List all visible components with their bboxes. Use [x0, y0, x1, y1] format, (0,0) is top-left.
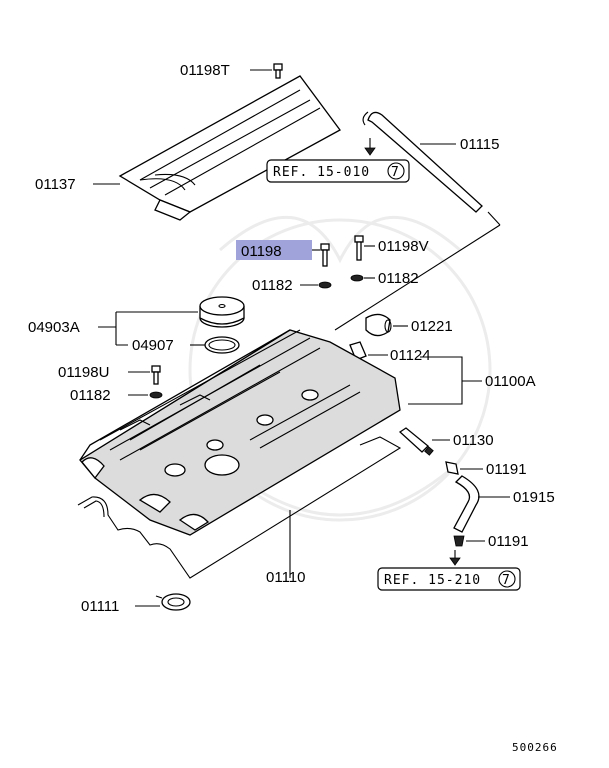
bolt-01198v: [354, 235, 364, 261]
label-01191-bottom: 01191: [488, 533, 529, 550]
label-04903A: 04903A: [28, 319, 80, 336]
arrow-down-icon: [364, 138, 376, 156]
washer-01182-left: [149, 391, 163, 399]
hose-01915: [453, 475, 480, 533]
ref-box-bottom: REF. 15-210 7: [377, 567, 521, 591]
ref-box-top: REF. 15-010 7: [266, 159, 410, 183]
label-01198[interactable]: 01198: [241, 243, 282, 260]
label-01198U: 01198U: [58, 364, 109, 381]
label-01130: 01130: [453, 432, 494, 449]
bolt-01198: [320, 243, 330, 267]
ref-top-circled: 7: [391, 165, 400, 180]
label-01110: 01110: [266, 569, 306, 586]
grommet-01221: [365, 313, 392, 337]
label-04907: 04907: [132, 337, 174, 354]
label-01221: 01221: [411, 318, 453, 335]
ref-top-text: REF. 15-010: [273, 165, 370, 180]
highlight-01198: [236, 240, 312, 260]
washer-01182-right: [350, 274, 364, 282]
clamp-01191-top: [445, 461, 459, 475]
breather-hose-01115: [362, 111, 483, 213]
cap-gasket-04907: [204, 336, 240, 354]
washer-01182-mid: [318, 281, 332, 289]
pcv-valve-01130: [398, 427, 434, 456]
bolt-01198t: [273, 63, 283, 79]
plug-gasket-01111: [155, 593, 191, 611]
label-01191-top: 01191: [486, 461, 527, 478]
arrow-down-icon-bottom: [449, 550, 461, 566]
label-01198V: 01198V: [378, 238, 429, 255]
label-01182-left: 01182: [70, 387, 111, 404]
label-01100A: 01100A: [485, 373, 536, 390]
label-01182-mid: 01182: [252, 277, 293, 294]
clamp-01191-bottom: [453, 535, 465, 547]
label-01137: 01137: [35, 176, 76, 193]
label-01182-right: 01182: [378, 270, 419, 287]
upper-cover-plate: [118, 75, 341, 221]
oil-filler-cap: [199, 296, 245, 328]
rocker-cover-01100a: [79, 329, 401, 536]
label-01198T: 01198T: [180, 62, 230, 79]
rocker-cover-gasket-01110: [77, 436, 402, 579]
label-01124: 01124: [390, 347, 431, 364]
diagram-code: 500266: [512, 741, 558, 754]
ref-bottom-text: REF. 15-210: [384, 573, 481, 588]
bolt-01198u: [151, 365, 161, 385]
label-01115: 01115: [460, 136, 500, 153]
ref-bottom-circled: 7: [502, 573, 511, 588]
label-01915: 01915: [513, 489, 555, 506]
label-01111: 01111: [81, 598, 119, 615]
